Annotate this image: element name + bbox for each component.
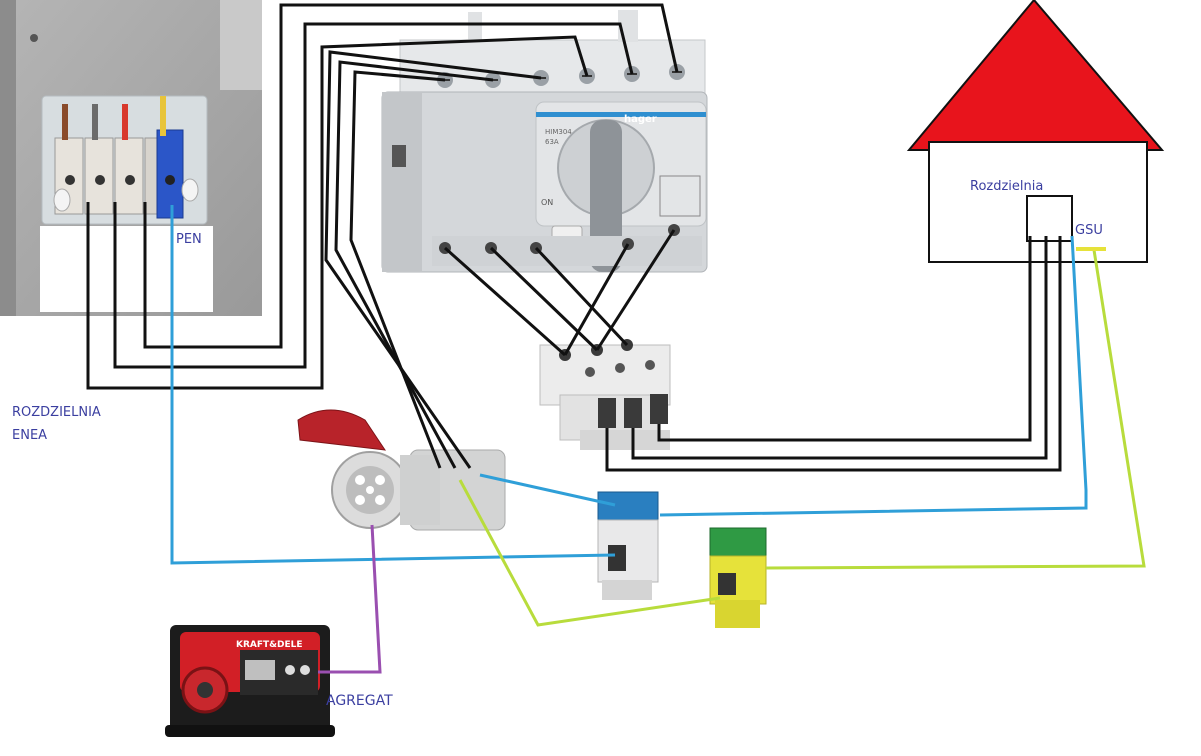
house-distribution-board xyxy=(1026,195,1073,242)
earth-terminal xyxy=(709,527,767,628)
neutral-terminal xyxy=(597,491,659,600)
switch-brand-text: hager xyxy=(624,114,657,125)
generator-wire xyxy=(318,524,382,674)
house-roof xyxy=(906,0,1165,151)
enea-board-photo xyxy=(0,0,262,316)
pen-label: PEN xyxy=(176,232,202,247)
generator-label: AGREGAT xyxy=(326,693,393,709)
changeover-switch: hager HIM304 63A ON xyxy=(381,10,708,273)
generator-photo: KRAFT&DELE xyxy=(165,625,335,737)
generator-inlet-socket xyxy=(297,409,506,531)
enea-label-line2: ENEA xyxy=(12,428,47,443)
distribution-block xyxy=(539,339,671,450)
generator-brand-text: KRAFT&DELE xyxy=(236,640,303,650)
switch-rating-text: 63A xyxy=(545,138,559,146)
gsu-label: GSU xyxy=(1075,223,1103,238)
switch-on-text: ON xyxy=(541,198,553,207)
switch-model-text: HIM304 xyxy=(545,128,572,136)
house xyxy=(906,0,1165,263)
house-board-label: Rozdzielnia xyxy=(970,179,1043,194)
earth-wires xyxy=(458,247,1146,627)
enea-label-line1: ROZDZIELNIA xyxy=(12,405,101,420)
phase-wires xyxy=(86,3,1062,472)
neutral-wires xyxy=(170,205,1088,565)
